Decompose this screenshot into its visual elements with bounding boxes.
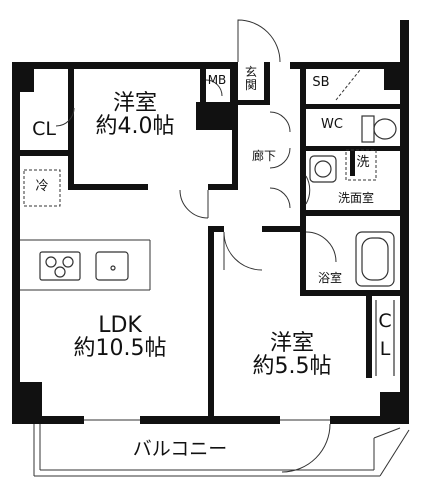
ldk-label: LDK 約10.5帖: [50, 314, 190, 360]
fixtures: [39, 115, 397, 376]
wc-label: WC: [321, 117, 343, 132]
toilet-icon: [361, 115, 375, 143]
doors: [55, 19, 337, 473]
stove-icon: [39, 251, 81, 281]
closet-right-label-1: C: [378, 310, 392, 332]
washroom-label: 洗面室: [337, 191, 374, 205]
entrance-label-2: 関: [244, 77, 257, 92]
washing-machine-label: 洗: [356, 155, 370, 170]
ldk-size: 約10.5帖: [73, 336, 167, 362]
entrance-label: 玄 関: [240, 66, 262, 91]
closet-left-label: CL: [32, 118, 56, 140]
entrance-label-1: 玄: [244, 65, 257, 79]
western-room-2-name: 洋室: [269, 331, 314, 356]
sb-label: SB: [312, 75, 330, 90]
mb-label: MB: [207, 73, 227, 87]
bathtub-icon: [355, 231, 395, 287]
western-room-1-name: 洋室: [112, 91, 157, 116]
western-room-2-size: 約5.5帖: [252, 354, 332, 380]
western-room-2-label: 洋室 約5.5帖: [232, 332, 352, 378]
thin-lines: [20, 69, 410, 477]
hallway-label: 廊下: [251, 149, 276, 163]
closet-right-label: C L: [374, 310, 396, 360]
fridge-label: 冷: [35, 179, 49, 194]
bathroom-label: 浴室: [317, 271, 342, 285]
western-room-1-label: 洋室 約4.0帖: [80, 92, 190, 138]
washbasin-icon: [309, 155, 337, 183]
western-room-1-size: 約4.0帖: [95, 114, 175, 140]
sink-icon: [95, 251, 129, 281]
walls: [12, 20, 409, 424]
closet-right-label-2: L: [379, 337, 391, 360]
ldk-name: LDK: [98, 313, 142, 338]
balcony-label: バルコニー: [132, 438, 228, 460]
